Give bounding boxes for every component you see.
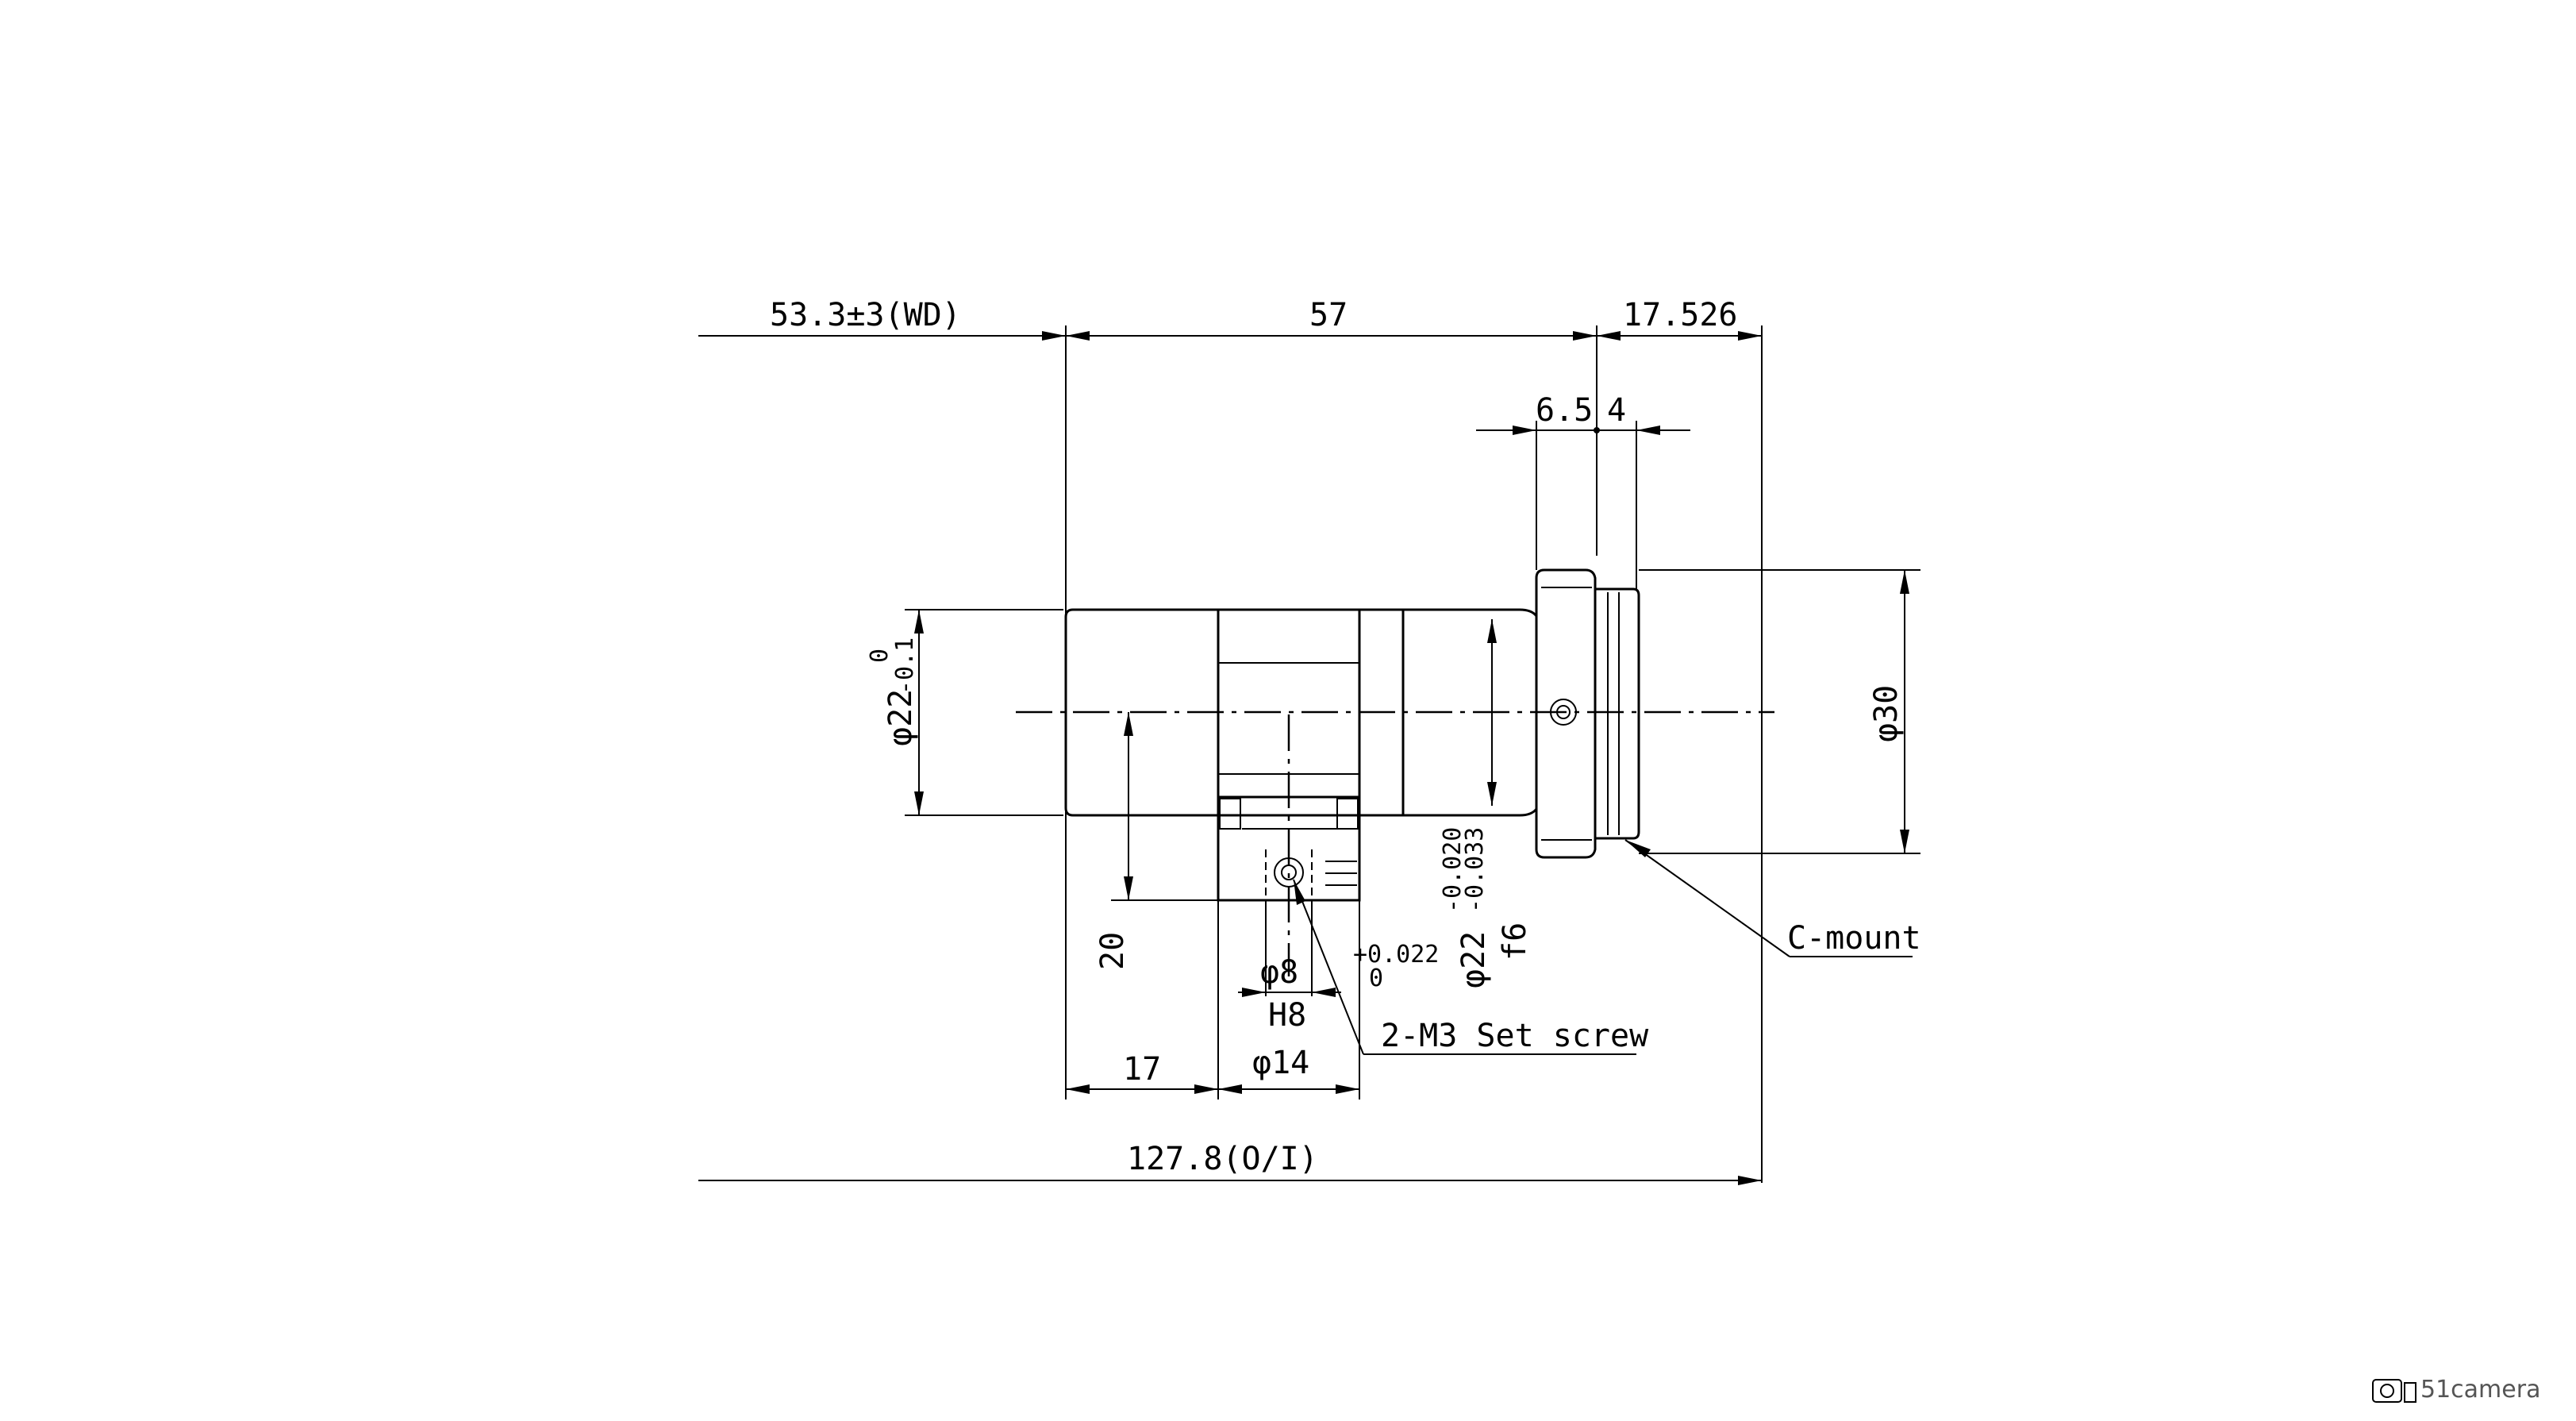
- watermark-text: 51camera: [2420, 1376, 2540, 1404]
- dim-flange: 17.526: [1623, 297, 1738, 333]
- callout-set-screw: 2-M3 Set screw: [1381, 1018, 1649, 1054]
- dim-clamp-width: φ14: [1252, 1045, 1309, 1081]
- lens-body: [1064, 568, 1640, 859]
- dim-diameter-right: φ30: [1868, 685, 1905, 742]
- dim-diameter-left: φ22: [882, 689, 919, 746]
- dim-hole-tol-lower: 0: [1369, 965, 1383, 992]
- dim-hole-tol-upper: +0.022: [1353, 941, 1439, 969]
- dim-hole-fit: H8: [1268, 997, 1306, 1034]
- dim-shaft-tol-upper: -0.020: [1439, 827, 1467, 913]
- dim-working-distance: 53.3±3(WD): [770, 297, 961, 333]
- dimension-lines: [698, 331, 1909, 1185]
- dim-offset-17: 17: [1123, 1051, 1161, 1088]
- dim-total-length: 127.8(O/I): [1127, 1141, 1318, 1177]
- extension-lines: [905, 325, 1920, 1183]
- dim-hole-diameter: φ8: [1260, 954, 1298, 991]
- dim-height-20: 20: [1094, 932, 1131, 970]
- dim-seg-a: 6.5: [1536, 392, 1593, 429]
- watermark-logo: 51camera: [2372, 1376, 2540, 1404]
- dim-diameter-left-tol-upper: 0: [866, 649, 894, 663]
- dim-shaft-fit: f6: [1497, 922, 1533, 961]
- dim-shaft-diameter: φ22: [1455, 931, 1492, 988]
- callout-c-mount: C-mount: [1787, 920, 1921, 957]
- leader-lines: [1293, 839, 1913, 1055]
- dim-body-length: 57: [1309, 297, 1348, 333]
- dim-shaft-tol-lower: -0.033: [1461, 827, 1489, 913]
- dim-seg-b: 4: [1607, 392, 1626, 429]
- dim-diameter-left-tol-lower: -0.1: [891, 637, 919, 695]
